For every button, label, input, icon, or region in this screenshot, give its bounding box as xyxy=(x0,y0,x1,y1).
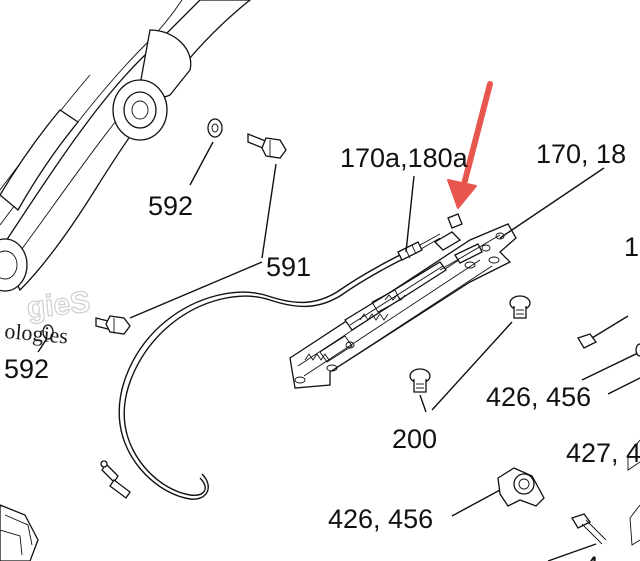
bolt-200-lower xyxy=(409,368,431,393)
bolt-591-left xyxy=(95,315,131,335)
leader-426a-b xyxy=(607,377,640,395)
frame-tube xyxy=(0,0,252,292)
highlight-arrow xyxy=(447,81,493,209)
leader-592-top xyxy=(189,141,214,186)
seat-track-assembly xyxy=(289,213,517,389)
frame-corner-bottom-left xyxy=(0,504,39,561)
callout-bottom: 4 xyxy=(584,551,599,561)
bolt-lower-right xyxy=(571,513,607,545)
bolt-591-top xyxy=(247,133,287,159)
watermark-text: ologies xyxy=(4,318,69,348)
washer-592-left xyxy=(42,324,54,340)
leader-591-a xyxy=(261,163,277,259)
leader-200 xyxy=(419,321,513,413)
adjuster-cable xyxy=(100,233,441,500)
callout-200: 200 xyxy=(392,424,437,454)
leader-426b xyxy=(451,489,501,517)
callout-426-456-upper: 426, 456 xyxy=(486,382,591,412)
callout-592-left: 592 xyxy=(4,354,49,384)
callout-427: 427, 4 xyxy=(566,438,640,468)
callout-170-18: 170, 18 xyxy=(536,139,626,169)
washer-592-top xyxy=(207,118,223,138)
callout-1: 1 xyxy=(624,232,639,262)
leader-170 xyxy=(499,167,605,239)
bolt-right-1 xyxy=(577,315,629,349)
callout-170a-180a: 170a,180a xyxy=(340,143,469,173)
leader-bottom xyxy=(547,543,597,561)
right-edge-part xyxy=(627,343,640,546)
leader-592-left xyxy=(37,339,47,353)
callout-591: 591 xyxy=(266,252,311,282)
callout-426-456-lower: 426, 456 xyxy=(328,504,433,534)
callout-592-top: 592 xyxy=(148,191,193,221)
leader-591-b xyxy=(129,261,263,319)
leader-170a xyxy=(405,175,415,253)
bolt-200-upper xyxy=(509,295,531,319)
bracket-426-456 xyxy=(497,467,545,507)
watermark-outline: gieS xyxy=(25,286,91,325)
leader-426a xyxy=(581,351,640,381)
